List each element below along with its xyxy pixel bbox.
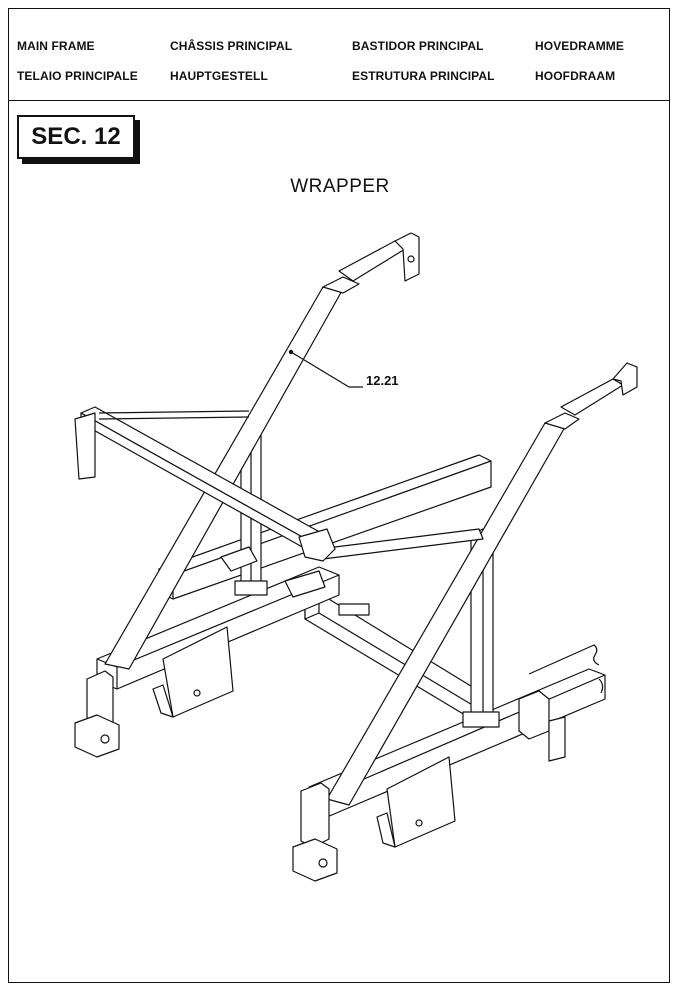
right-skid-plate — [376, 756, 456, 848]
title-it: TELAIO PRINCIPALE — [17, 69, 138, 83]
title-block: MAIN FRAME CHÂSSIS PRINCIPAL BASTIDOR PR… — [9, 9, 669, 101]
section-label: SEC. 12 — [17, 115, 135, 159]
left-arm — [104, 232, 420, 670]
right-clamp — [518, 690, 566, 762]
left-foot — [74, 670, 120, 758]
title-es: BASTIDOR PRINCIPAL — [352, 39, 484, 53]
title-no: HOVEDRAMME — [535, 39, 625, 53]
frame-drawing — [74, 232, 638, 882]
left-skid-plate — [152, 626, 234, 718]
part-callout: 12.21 — [366, 373, 399, 388]
title-fr: CHÂSSIS PRINCIPAL — [170, 39, 293, 53]
right-arm — [326, 362, 638, 806]
center-bracket — [220, 528, 336, 598]
title-nl: HOOFDRAAM — [535, 69, 616, 83]
right-extension — [528, 644, 604, 694]
title-pt: ESTRUTURA PRINCIPAL — [352, 69, 495, 83]
page-frame: MAIN FRAME CHÂSSIS PRINCIPAL BASTIDOR PR… — [8, 8, 670, 983]
title-en: MAIN FRAME — [17, 39, 95, 53]
right-foot — [292, 782, 338, 882]
callout-leader — [288, 349, 363, 388]
title-de: HAUPTGESTELL — [170, 69, 268, 83]
drawing-title: WRAPPER — [290, 176, 390, 197]
